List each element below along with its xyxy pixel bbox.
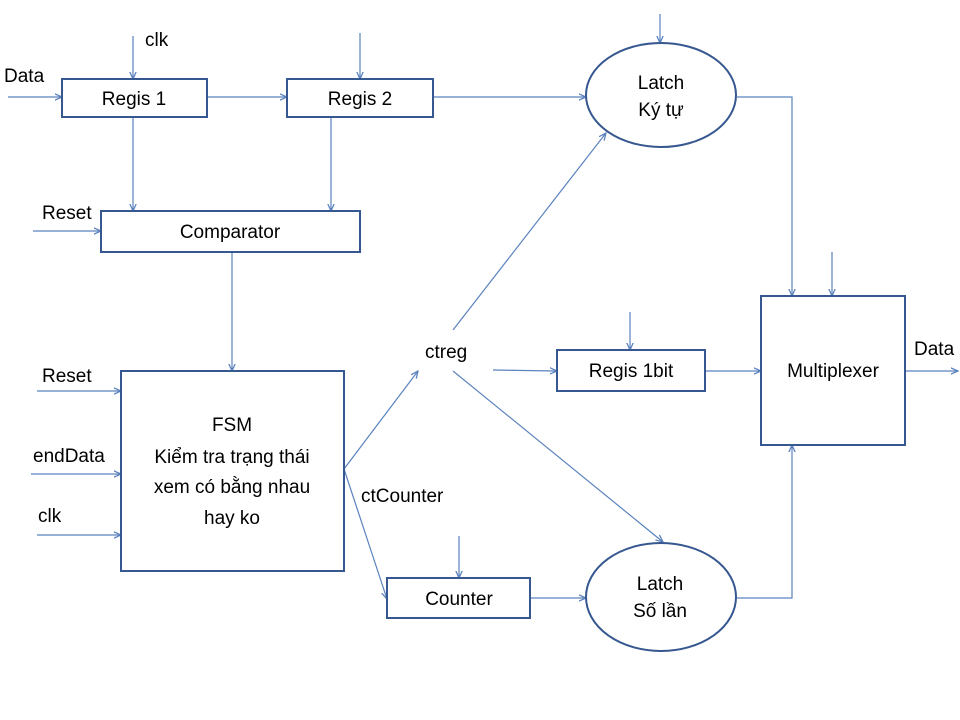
multiplexer-box [760,295,906,446]
signal-data-out-label: Data [914,339,955,360]
latch-kytu-ellipse [585,42,737,148]
counter-block: Counter [386,577,531,619]
fsm-box [120,370,345,572]
comparator-block: Comparator [100,210,361,253]
wire-ctreg-to-regis1bit [492,370,557,371]
regis1bit-block: Regis 1bit [556,349,706,392]
comparator-label: Comparator [180,222,281,243]
regis2-label: Regis 2 [328,89,392,110]
latch-solan-block: Latch Số lần [585,542,737,652]
latch-kytu-block: Latch Ký tự [585,42,737,148]
fsm-label-line2: Kiểm tra trạng thái [154,447,309,468]
regis1bit-box [556,349,706,392]
wire-fsm-to-ctreg [343,371,418,470]
wire-ctreg-to-latch-kytu [452,133,606,331]
regis1-box [61,78,208,118]
latch-kytu-label-line2: Ký tự [638,100,684,121]
signal-enddata-label: endData [33,446,105,467]
signal-reset-fsm-label: Reset [42,366,92,387]
signal-clk-fsm-label: clk [38,506,62,527]
wire-fsm-to-counter [343,468,387,599]
wire-latch-solan-to-mux [737,445,792,599]
signal-reset-comparator-label: Reset [42,203,92,224]
signal-labels: Data clk Reset Reset endData clk ctreg c… [4,30,955,527]
fsm-block: FSM Kiểm tra trạng thái xem có bằng nhau… [120,370,345,572]
counter-box [386,577,531,619]
multiplexer-block: Multiplexer [760,295,906,446]
regis1-block: Regis 1 [61,78,208,118]
latch-solan-label-line2: Số lần [633,601,687,622]
wires [8,14,958,599]
regis1bit-label: Regis 1bit [589,361,674,382]
latch-kytu-label-line1: Latch [638,73,684,94]
regis2-box [286,78,434,118]
comparator-box [100,210,361,253]
signal-ctcounter-label: ctCounter [361,486,444,507]
wire-ctreg-to-latch-solan [452,370,663,542]
regis2-block: Regis 2 [286,78,434,118]
multiplexer-label: Multiplexer [787,361,880,382]
signal-ctreg-label: ctreg [425,342,467,363]
regis1-label: Regis 1 [102,89,166,110]
signal-data-in-label: Data [4,66,45,87]
signal-clk-top-label: clk [145,30,169,51]
fsm-label-line4: hay ko [204,508,260,529]
latch-solan-ellipse [585,542,737,652]
wire-latch-kytu-to-mux [737,96,792,296]
latch-solan-label-line1: Latch [637,574,683,595]
counter-label: Counter [425,589,493,610]
fsm-label-line1: FSM [212,415,252,436]
fsm-label-line3: xem có bằng nhau [154,476,310,498]
